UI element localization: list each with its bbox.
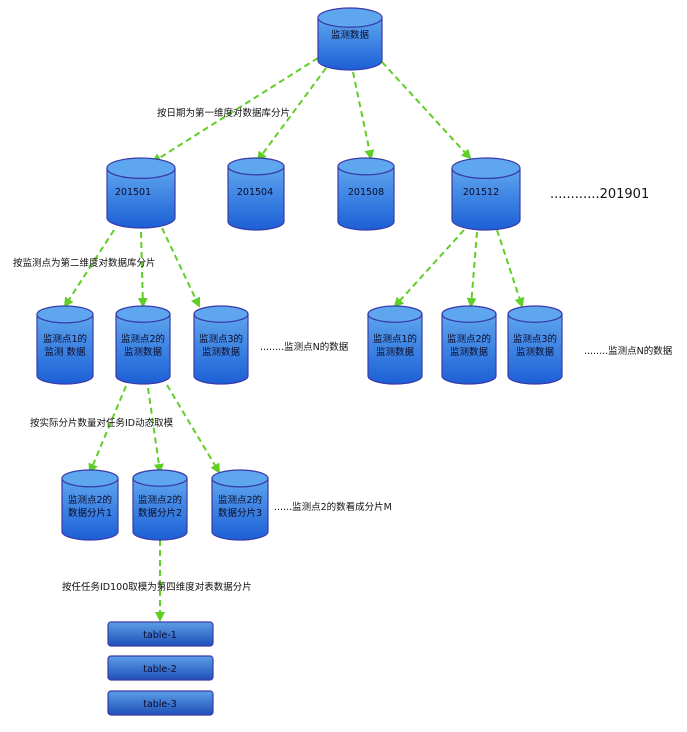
point-database-1-right[interactable]: 监测点1的 监测数据 [367, 305, 423, 385]
edge-201501-point2 [137, 231, 148, 308]
point-database-1-left[interactable]: 监测点1的 监测 数据 [36, 305, 94, 385]
cylinder-top [227, 157, 285, 176]
cylinder-top [132, 469, 188, 487]
month-label: 201508 [348, 187, 384, 198]
edge-label-by-point: 按监测点为第二维度对数据库分片 [13, 257, 156, 269]
cylinder-top [61, 469, 119, 488]
points-left-more-label: ........监测点N的数据 [260, 341, 349, 353]
edge-root-201508 [352, 71, 375, 160]
shard-label-line1: 监测点2的 [138, 494, 182, 506]
edge-label-by-date: 按日期为第一维度对数据库分片 [157, 107, 290, 119]
cylinder-top [451, 157, 521, 179]
shard-label-line2: 数据分片2 [138, 507, 182, 519]
point-label-line1: 监测点1的 [373, 333, 417, 345]
point-label-line2: 监测数据 [124, 346, 163, 358]
cylinder-top [507, 305, 563, 323]
month-label: 201504 [237, 187, 273, 198]
month-label: 201501 [115, 187, 151, 198]
shard-database-3[interactable]: 监测点2的 数据分片3 [211, 469, 269, 541]
cylinder-top [317, 7, 383, 28]
edge-201501-point3 [161, 227, 201, 308]
cylinder-top [211, 469, 269, 488]
cylinder-top [106, 157, 176, 179]
edge-201512-point1 [393, 229, 465, 308]
table-label: table-3 [143, 699, 177, 710]
cylinder-top [337, 157, 395, 176]
month-database-201508[interactable]: 201508 [337, 157, 395, 231]
edges [63, 57, 525, 622]
shard-label-line2: 数据分片1 [68, 507, 112, 519]
point-label-line2: 监测数据 [450, 346, 489, 358]
month-database-201501[interactable]: 201501 [106, 157, 176, 229]
points-right-more-label: ........监测点N的数据 [584, 345, 673, 357]
edge-root-201512 [381, 61, 472, 160]
table-1[interactable]: table-1 [107, 621, 214, 647]
point-label-line2: 监测数据 [202, 346, 241, 358]
table-2[interactable]: table-2 [107, 655, 214, 681]
point-database-2-right[interactable]: 监测点2的 监测数据 [441, 305, 497, 385]
point-label-line1: 监测点3的 [199, 333, 243, 345]
point-label-line2: 监测 数据 [44, 346, 86, 358]
point-label-line1: 监测点1的 [43, 333, 87, 345]
edge-label-by-task: 按实际分片数量对任务ID动态取模 [30, 417, 174, 429]
point-label-line2: 监测数据 [516, 346, 555, 358]
cylinder-top [193, 305, 249, 323]
table-label: table-1 [143, 630, 177, 641]
edge-201501-point1 [63, 229, 115, 308]
edge-201512-point3 [496, 229, 525, 308]
table-3[interactable]: table-3 [107, 690, 214, 716]
table-label: table-2 [143, 664, 177, 675]
point-label-line1: 监测点2的 [121, 333, 165, 345]
cylinder-top [441, 305, 497, 323]
cylinder-top [36, 305, 94, 324]
shards-more-label: ......监测点2的数看成分片M [274, 501, 392, 513]
month-database-201504[interactable]: 201504 [227, 157, 285, 231]
shard-label-line1: 监测点2的 [68, 494, 112, 506]
edge-point2-shard2 [147, 387, 164, 474]
month-label: 201512 [463, 187, 499, 198]
edge-point2-shard3 [166, 384, 221, 474]
cylinder-top [115, 305, 171, 323]
shard-database-2[interactable]: 监测点2的 数据分片2 [132, 469, 188, 541]
months-more-label: ............201901 [550, 187, 649, 202]
point-database-3-left[interactable]: 监测点3的 监测数据 [193, 305, 249, 385]
point-label-line1: 监测点3的 [513, 333, 557, 345]
cylinder-top [367, 305, 423, 323]
edge-root-201504 [256, 67, 327, 162]
edge-point2-shard1 [88, 385, 127, 474]
point-label-line2: 监测数据 [376, 346, 415, 358]
edge-201512-point2 [466, 231, 478, 308]
edge-label-by-task100: 按任任务ID100取模为第四维度对表数据分片 [62, 581, 252, 593]
shard-label-line2: 数据分片3 [218, 507, 262, 519]
shard-label-line1: 监测点2的 [218, 494, 262, 506]
point-database-3-right[interactable]: 监测点3的 监测数据 [507, 305, 563, 385]
root-database[interactable]: 监测数据 [317, 7, 383, 71]
edge-root-201501 [151, 57, 319, 164]
month-database-201512[interactable]: 201512 [451, 157, 521, 231]
point-database-2-left[interactable]: 监测点2的 监测数据 [115, 305, 171, 385]
cylinder-body [337, 166, 395, 231]
cylinder-body [227, 166, 285, 231]
point-label-line1: 监测点2的 [447, 333, 491, 345]
root-label: 监测数据 [331, 29, 370, 41]
shard-database-1[interactable]: 监测点2的 数据分片1 [61, 469, 119, 541]
